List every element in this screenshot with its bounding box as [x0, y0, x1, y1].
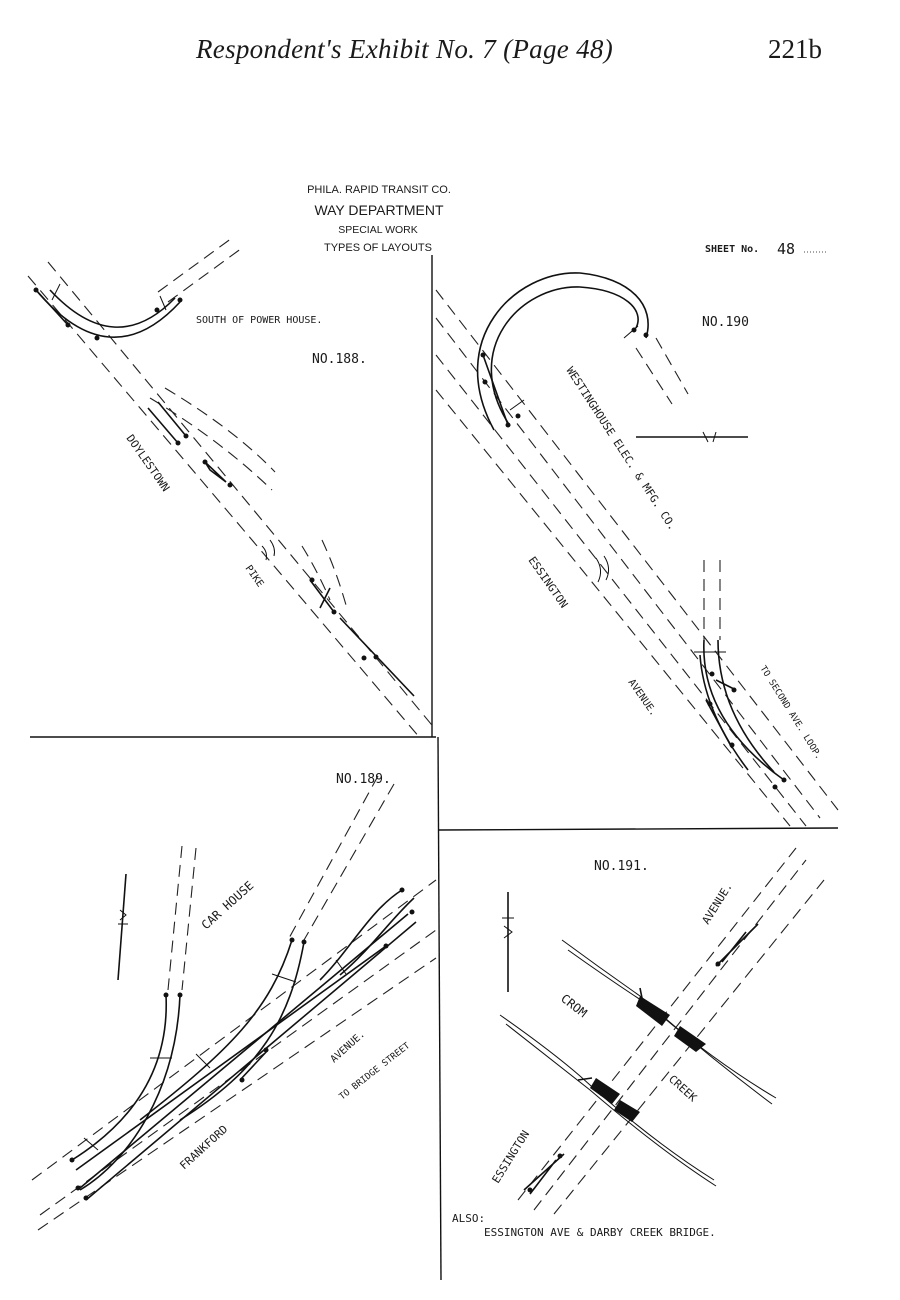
- no191-street-1: AVENUE.: [700, 880, 736, 926]
- department-name: WAY DEPARTMENT: [314, 202, 444, 218]
- company-name: PHILA. RAPID TRANSIT CO.: [307, 184, 451, 196]
- no190-street-2: AVENUE.: [626, 677, 659, 718]
- no191-also-label: ALSO:: [452, 1212, 485, 1225]
- no190-street-1: ESSINGTON: [526, 554, 571, 610]
- no190-note: TO SECOND AVE. LOOP.: [757, 664, 823, 761]
- layout-no-190: NO.190 WESTINGHOUSE ELEC. & MFG. CO. ESS…: [435, 272, 839, 827]
- no189-caption: CAR HOUSE: [199, 878, 257, 932]
- sheet-number-block: SHEET No. 48: [705, 240, 826, 258]
- no190-number: NO.190: [702, 315, 749, 330]
- no188-street-2: PIKE: [243, 563, 266, 589]
- no189-street-1: FRANKFORD: [177, 1123, 230, 1173]
- exhibit-title: Respondent's Exhibit No. 7 (Page 48): [196, 34, 613, 64]
- no188-number: NO.188.: [312, 352, 367, 367]
- subject-text: SPECIAL WORK: [338, 224, 418, 236]
- panel-dividers: [30, 255, 839, 1281]
- no191-also-text: ESSINGTON AVE & DARBY CREEK BRIDGE.: [484, 1226, 716, 1239]
- layout-no-189: NO.189. CAR HOUSE FRANKFORD AVENUE. TO B…: [31, 772, 437, 1231]
- no188-caption: SOUTH OF POWER HOUSE.: [196, 315, 322, 326]
- layout-no-191: NO.191. AVENUE. ESSINGTON CROM CREEK ALS…: [452, 847, 825, 1239]
- title-block: PHILA. RAPID TRANSIT CO. WAY DEPARTMENT …: [307, 184, 451, 254]
- no188-street-1: DOYLESTOWN: [124, 432, 173, 494]
- sheet-label: SHEET No.: [705, 244, 759, 255]
- sheet-number: 48: [777, 240, 795, 258]
- no189-number: NO.189.: [336, 772, 391, 787]
- no191-creek-1: CROM: [558, 991, 589, 1020]
- no191-creek-2: CREEK: [666, 1073, 700, 1105]
- heading-text: TYPES OF LAYOUTS: [324, 242, 432, 254]
- no191-number: NO.191.: [594, 859, 649, 874]
- layout-no-188: SOUTH OF POWER HOUSE. NO.188. DOYLESTOWN…: [27, 237, 437, 739]
- page-number: 221b: [768, 34, 822, 64]
- no189-street-2: AVENUE.: [329, 1029, 368, 1065]
- no190-caption: WESTINGHOUSE ELEC. & MFG. CO.: [563, 365, 679, 533]
- no191-street-2: ESSINGTON: [490, 1128, 533, 1185]
